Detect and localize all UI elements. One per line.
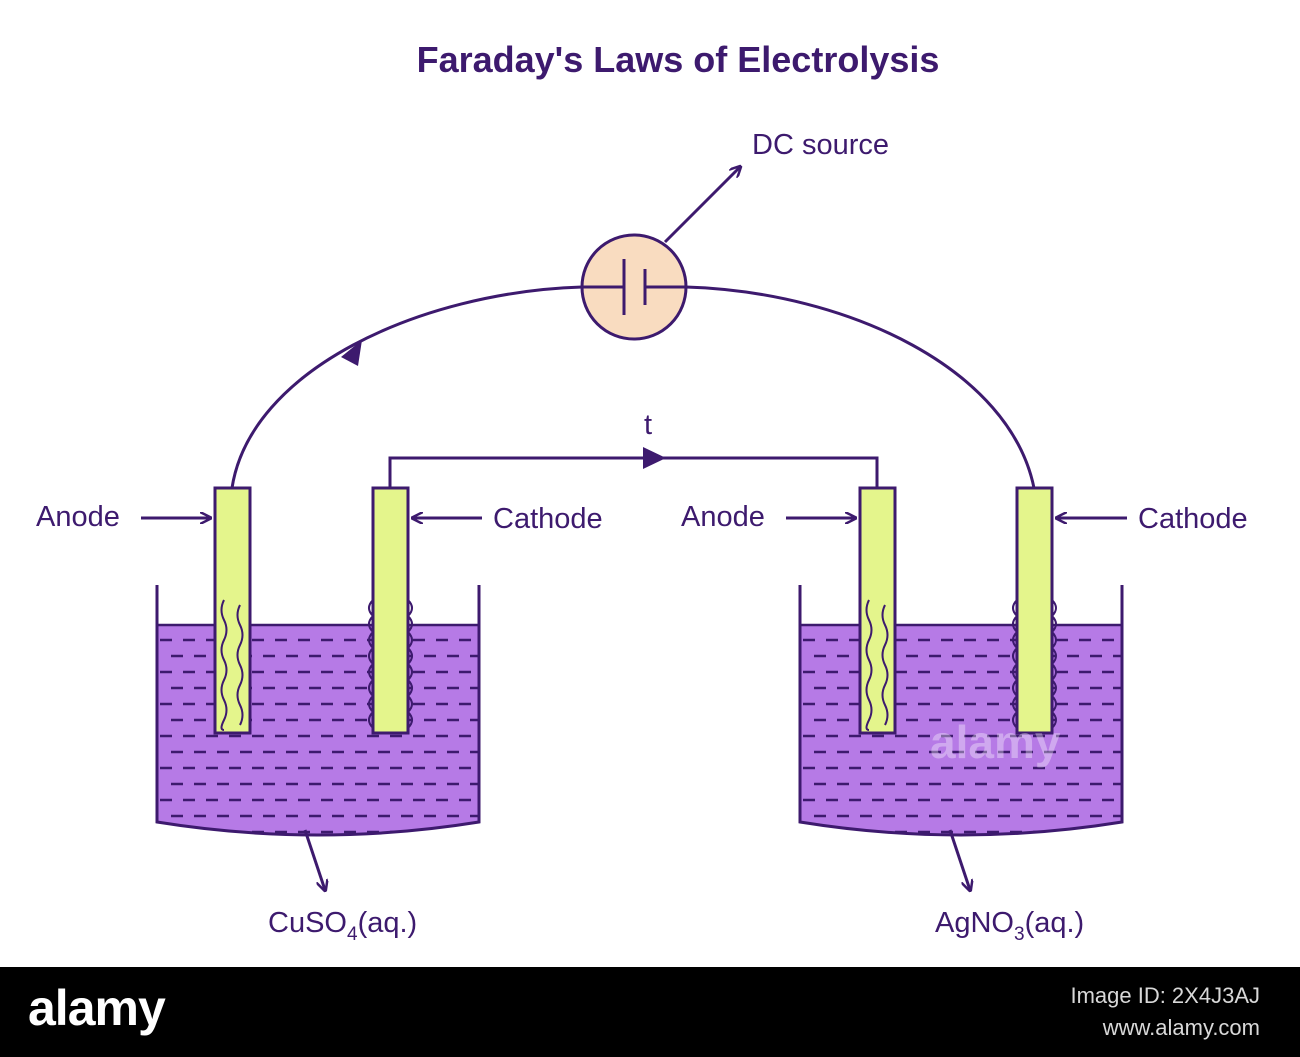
left-solution-pointer (303, 829, 325, 890)
right-cathode-electrode (1015, 486, 1054, 735)
right-beaker (798, 585, 1124, 837)
left-anode-electrode (213, 486, 252, 735)
footer-image-id: Image ID: 2X4J3AJ (1070, 983, 1260, 1008)
dc-source-label: DC source (752, 129, 889, 161)
page-title: Faraday's Laws of Electrolysis (417, 39, 940, 80)
right-cathode-deposit (1012, 599, 1019, 729)
circuit-wire-left (230, 285, 583, 489)
right-solution-pointer (948, 829, 970, 890)
left-cathode-label: Cathode (493, 503, 603, 535)
wire-current-arrow-icon (643, 447, 666, 469)
footer-bar: alamy Image ID: 2X4J3AJ www.alamy.com (0, 967, 1300, 1057)
left-beaker (155, 585, 481, 837)
left-electrolytic-cell (155, 486, 481, 837)
right-electrolytic-cell (798, 486, 1124, 837)
left-solution-label: CuSO4(aq.) (268, 907, 417, 945)
right-cathode-label: Cathode (1138, 503, 1248, 535)
left-anode-dissolution (220, 599, 228, 731)
left-anode-label: Anode (36, 501, 120, 533)
footer-brand-logo: alamy (28, 980, 166, 1036)
right-solution-label: AgNO3(aq.) (935, 907, 1084, 945)
dc-source-pointer-arrow (663, 167, 740, 244)
footer-site: www.alamy.com (1102, 1015, 1260, 1040)
current-direction-arrow-icon (341, 340, 362, 366)
right-anode-electrode (858, 486, 897, 735)
watermark: alamy (930, 716, 1061, 768)
left-cathode-deposit (368, 599, 375, 729)
electrolysis-diagram: Faraday's Laws of Electrolysis DC source… (36, 39, 1248, 945)
circuit-wire-right (685, 285, 1036, 489)
left-cathode-electrode (371, 486, 410, 735)
connecting-wire (388, 456, 879, 488)
current-label: t (644, 409, 652, 441)
dc-source (580, 233, 688, 341)
right-anode-label: Anode (681, 501, 765, 533)
right-anode-dissolution (865, 599, 873, 731)
